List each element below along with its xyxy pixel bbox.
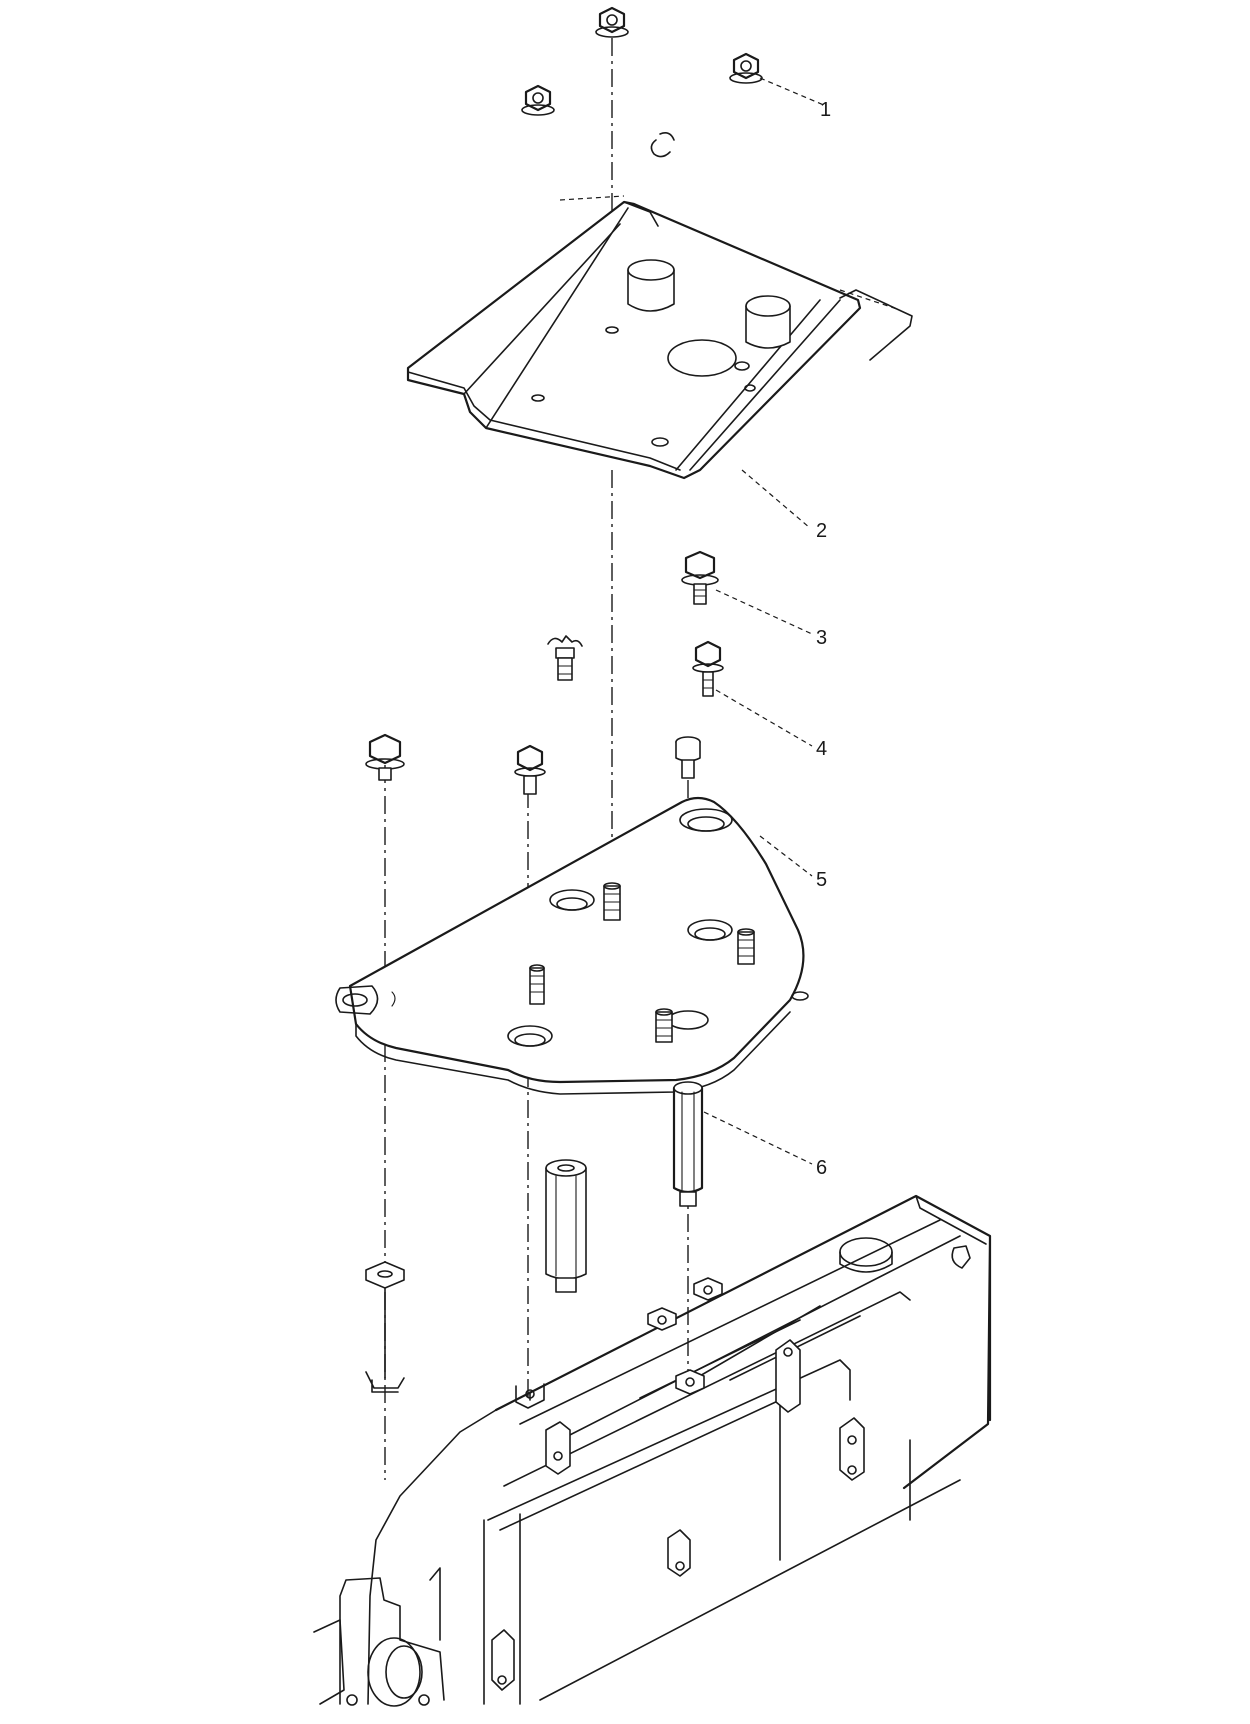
flange-nut-top: [595, 6, 629, 38]
long-bolt-left: [365, 733, 405, 781]
small-clip: [650, 132, 675, 158]
callout-3: 3: [816, 627, 827, 649]
washer-stud: [365, 1261, 405, 1393]
clip-bolt: [547, 635, 583, 681]
callout-6: 6: [816, 1157, 827, 1179]
flange-nut-left: [521, 84, 555, 116]
top-bracket-plate: [406, 195, 913, 480]
callout-1: 1: [820, 99, 831, 121]
callout-leaders: [703, 77, 827, 1165]
callout-4: 4: [816, 738, 827, 760]
callout-2: 2: [816, 520, 827, 542]
stud-spacer: [545, 1159, 587, 1293]
flange-bolt-4: [692, 640, 724, 697]
bolt-right: [675, 736, 701, 779]
callout-labels: 1 2 3 4 5 6: [816, 99, 831, 1179]
flange-nut-right: [729, 52, 763, 84]
flange-bolt-3: [681, 550, 719, 605]
bolt-middle: [514, 744, 546, 795]
hex-spacer: [672, 1081, 704, 1207]
frame-rail: [313, 1194, 992, 1707]
mounting-plate: [335, 796, 809, 1095]
callout-5: 5: [816, 869, 827, 891]
